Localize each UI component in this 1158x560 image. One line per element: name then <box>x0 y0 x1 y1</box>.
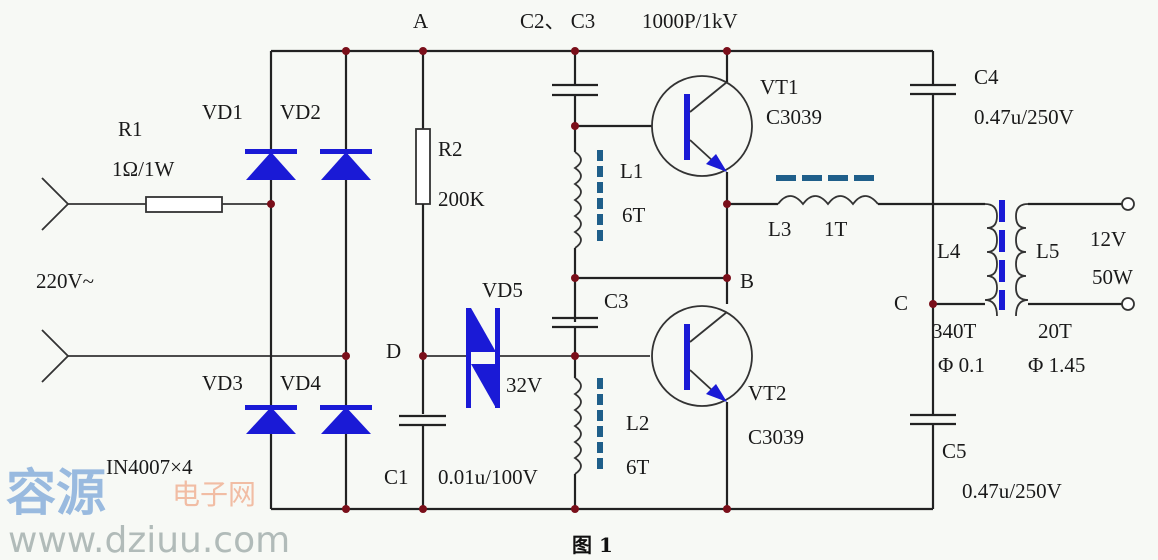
junction-nodes <box>267 47 937 513</box>
l1-turns: 6T <box>622 203 646 227</box>
resistor-r2 <box>415 128 431 205</box>
c3-ref: C3 <box>604 289 629 313</box>
input-terminal-bottom <box>41 329 346 383</box>
vd5-value: 32V <box>506 373 542 397</box>
l5-turns: 20T <box>1038 319 1072 343</box>
output-voltage: 12V <box>1090 227 1126 251</box>
watermark-url: www.dziuu.com <box>8 520 290 560</box>
l2-turns: 6T <box>626 455 650 479</box>
c2c3-ref: C2、 C3 <box>520 9 595 33</box>
input-terminal-top <box>41 177 146 231</box>
capacitor-c1 <box>399 414 446 427</box>
l1-ref: L1 <box>620 159 643 183</box>
resistor-r1 <box>145 196 271 213</box>
c5-ref: C5 <box>942 439 967 463</box>
c4-value: 0.47u/250V <box>974 105 1074 129</box>
vd5-ref: VD5 <box>482 278 523 302</box>
l5-wire: Φ 1.45 <box>1028 353 1085 377</box>
l4-wire: Φ 0.1 <box>938 353 985 377</box>
watermark-brand: 容源 <box>6 464 106 522</box>
vd1-label: VD1 <box>202 100 243 124</box>
diode-vd2 <box>320 149 372 180</box>
capacitor-c5 <box>910 413 956 426</box>
c1-value: 0.01u/100V <box>438 465 538 489</box>
diode-vd1 <box>245 149 297 180</box>
l5-ref: L5 <box>1036 239 1059 263</box>
watermark: 容源 电子网 www.dziuu.com <box>6 464 290 560</box>
r2-ref: R2 <box>438 137 463 161</box>
transformer-secondary-l5 <box>1015 203 1029 317</box>
r1-value: 1Ω/1W <box>112 157 174 181</box>
c5-value: 0.47u/250V <box>962 479 1062 503</box>
l4-ref: L4 <box>937 239 961 263</box>
node-b-label: B <box>740 269 754 293</box>
r1-ref: R1 <box>118 117 143 141</box>
output-power: 50W <box>1092 265 1133 289</box>
vt1-part: C3039 <box>766 105 822 129</box>
l2-ref: L2 <box>626 411 649 435</box>
bridge-diodes-label: IN4007×4 <box>106 455 193 479</box>
l3-ref: L3 <box>768 217 791 241</box>
vd2-label: VD2 <box>280 100 321 124</box>
vt2-part: C3039 <box>748 425 804 449</box>
node-a-label: A <box>413 9 429 33</box>
c2c3-value: 1000P/1kV <box>642 9 738 33</box>
transformer-primary-l4 <box>984 203 998 317</box>
capacitor-c4 <box>910 83 956 96</box>
output-terminal-bottom <box>1121 297 1135 311</box>
transistor-vt1 <box>651 75 753 177</box>
vd3-label: VD3 <box>202 371 243 395</box>
inductor-l1 <box>573 150 603 249</box>
transistor-vt2 <box>651 305 753 407</box>
diac-vd5 <box>466 308 500 408</box>
c4-ref: C4 <box>974 65 999 89</box>
node-c-label: C <box>894 291 908 315</box>
vt1-ref: VT1 <box>760 75 799 99</box>
node-d-label: D <box>386 339 401 363</box>
vt2-ref: VT2 <box>748 381 787 405</box>
l4-turns: 340T <box>932 319 977 343</box>
capacitor-c2 <box>552 83 598 97</box>
output-terminal-top <box>1121 197 1135 211</box>
diode-vd4 <box>320 405 372 434</box>
inductor-l2 <box>573 377 603 475</box>
r2-value: 200K <box>438 187 485 211</box>
inductor-l3 <box>776 175 880 206</box>
diode-vd3 <box>245 405 297 434</box>
input-voltage-label: 220V~ <box>36 269 94 293</box>
watermark-suffix: 电子网 <box>172 478 256 511</box>
l3-turns: 1T <box>824 217 848 241</box>
c1-ref: C1 <box>384 465 409 489</box>
figure-caption: 图 1 <box>572 533 613 557</box>
vd4-label: VD4 <box>280 371 321 395</box>
